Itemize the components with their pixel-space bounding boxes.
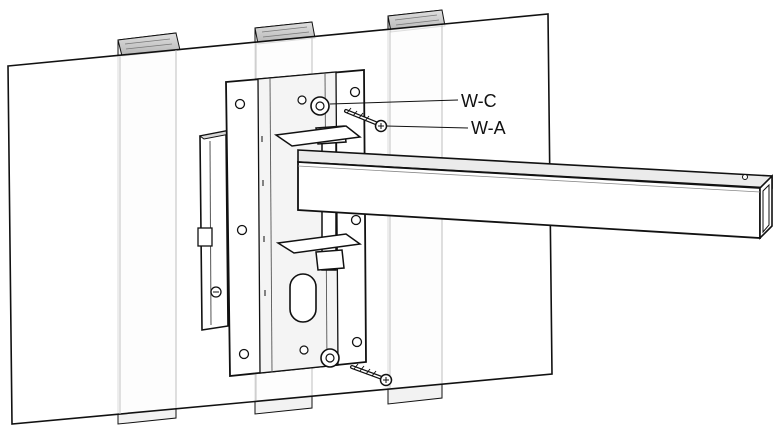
bracket-hole-icon bbox=[299, 345, 309, 355]
bracket-hole-icon bbox=[351, 336, 363, 348]
bottom-screw-icon bbox=[350, 363, 393, 387]
bracket-hole-icon bbox=[350, 214, 362, 226]
washer-callout-label: W-C bbox=[461, 91, 497, 111]
cable-hook bbox=[197, 130, 232, 331]
bracket-hole-icon bbox=[349, 86, 361, 98]
hinge-tabs bbox=[273, 125, 362, 254]
extension-arm bbox=[297, 149, 773, 240]
mounting-bracket bbox=[225, 69, 367, 377]
bracket-hole-icon bbox=[238, 348, 250, 360]
bracket-slot bbox=[289, 273, 317, 323]
bottom-nut bbox=[315, 249, 345, 271]
top-washer bbox=[310, 96, 330, 116]
bracket-hole-icon bbox=[297, 95, 307, 105]
hook-screw-icon bbox=[210, 286, 222, 298]
bottom-washer bbox=[320, 348, 340, 368]
washer-leader-line bbox=[329, 99, 459, 105]
screw-leader-line bbox=[385, 125, 469, 129]
bracket-hole-icon bbox=[234, 98, 246, 110]
bracket-hole-icon bbox=[236, 224, 248, 236]
screw-callout-label: W-A bbox=[471, 118, 506, 138]
arm-hole-icon bbox=[742, 174, 748, 180]
top-screw-icon bbox=[344, 107, 388, 133]
